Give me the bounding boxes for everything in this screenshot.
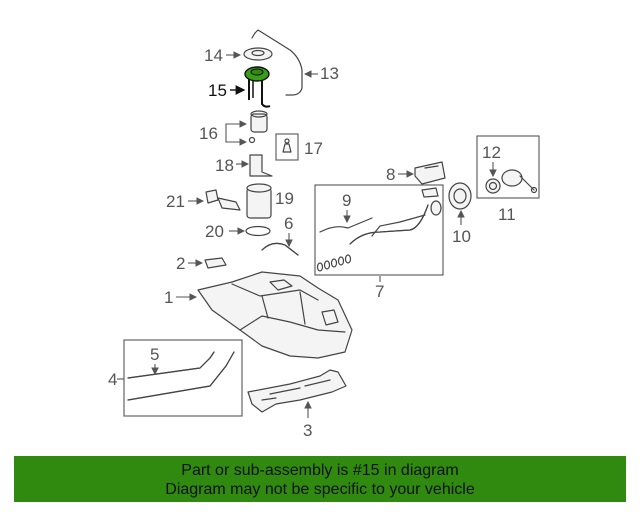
part-7-clamps (316, 254, 352, 272)
part-9-breather-tube[interactable] (319, 217, 373, 233)
callout-17: 17 (304, 139, 323, 158)
part-7-filler-pipe[interactable] (316, 187, 442, 272)
callout-9: 9 (342, 191, 351, 210)
banner-line-2: Diagram may not be specific to your vehi… (165, 481, 475, 498)
group-box-11 (476, 135, 540, 199)
part-16-fuel-filter[interactable] (248, 110, 268, 144)
group-box-4 (123, 339, 243, 417)
callout-11: 11 (498, 205, 516, 224)
part-2-pad[interactable] (204, 257, 227, 269)
leader-16b (225, 133, 248, 146)
callout-6: 6 (284, 214, 293, 233)
part-11-fuel-cap[interactable] (501, 169, 538, 194)
part-20-o-ring[interactable] (245, 225, 271, 237)
callout-5: 5 (150, 345, 159, 364)
callout-12: 12 (482, 143, 501, 162)
callout-7: 7 (375, 282, 384, 301)
info-banner: Part or sub-assembly is #15 in diagram D… (14, 456, 626, 502)
part-3-heat-insulator[interactable] (247, 369, 347, 413)
callout-1: 1 (164, 288, 173, 307)
callout-3: 3 (303, 421, 312, 440)
part-18-bracket[interactable] (249, 154, 273, 177)
leader-16a (225, 120, 248, 133)
callout-4: 4 (108, 370, 117, 389)
banner-line-1: Part or sub-assembly is #15 in diagram (181, 462, 459, 479)
part-17-box[interactable] (275, 133, 299, 161)
callout-2: 2 (176, 254, 185, 273)
part-12-cap-gasket[interactable] (485, 178, 501, 194)
part-15-fuel-suction-assembly[interactable] (244, 66, 271, 108)
part-19-canister[interactable] (246, 183, 272, 219)
callout-15: 15 (208, 81, 227, 100)
part-6-hose[interactable] (261, 242, 299, 256)
callout-13: 13 (320, 64, 339, 83)
part-10-grommet[interactable] (448, 182, 472, 210)
callout-21: 21 (166, 192, 185, 211)
callout-14: 14 (204, 46, 223, 65)
parts-diagram: 14 13 15 16 17 18 19 (108, 29, 540, 440)
part-5-fuel-tank-band[interactable] (127, 351, 235, 401)
part-21-clip[interactable] (205, 189, 241, 211)
group-box-7 (314, 184, 444, 276)
callout-18: 18 (215, 156, 234, 175)
callout-20: 20 (205, 222, 224, 241)
part-14-gasket[interactable] (243, 47, 273, 61)
callout-16: 16 (199, 124, 218, 143)
part-1-fuel-tank[interactable] (197, 271, 353, 359)
callout-8: 8 (386, 165, 395, 184)
part-8-bracket[interactable] (414, 161, 446, 185)
callout-19: 19 (275, 189, 294, 208)
part-13-fuel-tube[interactable] (251, 29, 303, 96)
callout-10: 10 (452, 227, 471, 246)
